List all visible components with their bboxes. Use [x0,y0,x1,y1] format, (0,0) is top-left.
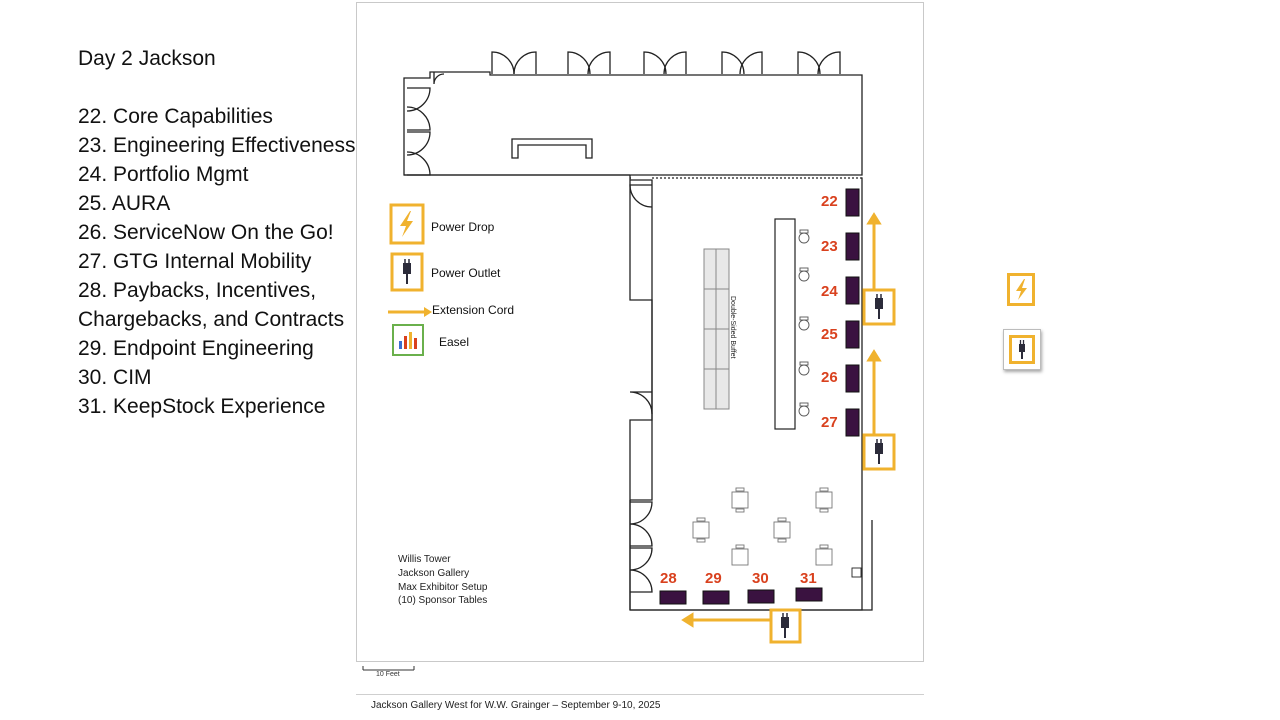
sponsor-table-31 [795,587,823,602]
table-number: 22 [821,193,838,210]
sponsor-table-29 [702,590,730,605]
sponsor-table-22 [845,188,860,217]
venue-note: Willis Tower Jackson Gallery Max Exhibit… [398,554,488,606]
sponsor-table-25 [845,320,860,349]
room-walls [403,71,873,611]
venue-note-line: Jackson Gallery [398,568,469,579]
power-outlet-icon [862,288,896,326]
agenda-item: 22. Core Capabilities [78,105,273,128]
footer-caption: Jackson Gallery West for W.W. Grainger –… [371,700,661,711]
power-drop-icon [389,203,425,245]
agenda-item: 25. AURA [78,192,171,215]
buffet-label: Double-Sided Buffet [729,296,736,359]
table-number: 31 [800,570,817,587]
easel-icon [392,324,424,356]
table-number: 24 [821,283,838,300]
footer-bar [356,694,924,720]
extension-cord-icon [388,307,432,317]
door-symbols [406,51,841,593]
agenda-item: 30. CIM [78,366,152,389]
agenda-item: 23. Engineering Effectiveness [78,134,356,157]
table-number: 26 [821,369,838,386]
extension-cords [681,212,882,628]
power-outlet-icon [862,433,896,471]
cafe-tables [692,487,862,578]
agenda-heading: Day 2 Jackson [78,47,216,70]
table-number: 29 [705,570,722,587]
floating-power-outlet-icon[interactable] [1003,329,1041,370]
long-table [774,218,810,430]
plug-icon [1019,340,1025,359]
power-outlet-icons [769,288,896,644]
legend-label: Easel [439,335,469,349]
legend-label: Extension Cord [432,303,514,317]
table-number: 27 [821,414,838,431]
scale-label: 10 Feet [376,671,400,678]
agenda-item: 24. Portfolio Mgmt [78,163,249,186]
venue-note-line: Max Exhibitor Setup [398,582,488,593]
venue-note-line: Willis Tower [398,554,451,565]
lightning-icon [1016,279,1027,300]
sponsor-table-30 [747,589,775,604]
sponsor-table-26 [845,364,860,393]
sponsor-table-27 [845,408,860,437]
sponsor-table-23 [845,232,860,261]
agenda-item: 27. GTG Internal Mobility [78,250,312,273]
sponsor-table-24 [845,276,860,305]
agenda-item: 31. KeepStock Experience [78,395,326,418]
chairs [798,229,810,417]
agenda-panel: Day 2 Jackson 22. Core Capabilities 23. … [78,44,363,421]
agenda-item: 26. ServiceNow On the Go! [78,221,334,244]
floating-power-drop-icon[interactable] [1007,273,1035,306]
power-outlet-frame [1009,335,1035,364]
table-number: 23 [821,238,838,255]
agenda-item: 29. Endpoint Engineering [78,337,314,360]
power-outlet-icon [390,252,424,292]
legend-label: Power Drop [431,220,495,234]
agenda-item: 28. Paybacks, Incentives, Chargebacks, a… [78,279,345,331]
venue-note-line: (10) Sponsor Tables [398,595,487,606]
legend-label: Power Outlet [431,266,501,280]
sponsor-table-28 [659,590,687,605]
power-outlet-icon [769,608,802,644]
legend: Power Drop Power Outlet Extension Cord E… [388,203,514,356]
scale-bar [362,666,415,671]
table-number: 30 [752,570,769,587]
floor-plan-frame [356,2,924,662]
table-numbers: 22 23 24 25 26 27 28 29 30 31 [660,193,838,587]
sponsor-tables [659,188,860,605]
table-number: 25 [821,326,838,343]
buffet-table: Double-Sided Buffet [703,248,736,410]
table-number: 28 [660,570,677,587]
